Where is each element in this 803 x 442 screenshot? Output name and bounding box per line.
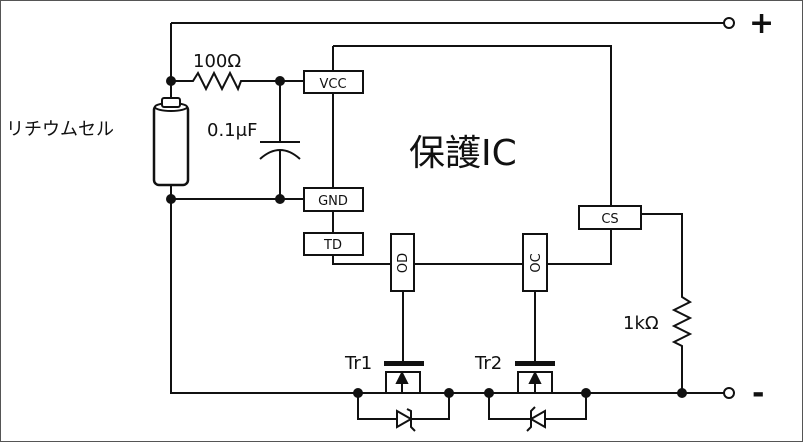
battery-icon	[152, 97, 190, 187]
pin-od-label: OD	[396, 253, 411, 273]
positive-terminal	[723, 17, 735, 29]
ic-outline	[332, 45, 612, 265]
pin-gnd-label: GND	[318, 194, 348, 209]
tr1-label: Tr1	[344, 353, 372, 374]
pin-td-label: TD	[323, 238, 342, 253]
pin-cs-label: CS	[601, 212, 618, 227]
resistor-1k-label: 1kΩ	[623, 313, 659, 334]
pin-vcc	[303, 70, 364, 94]
negative-label: -	[752, 376, 764, 411]
battery-label: リチウムセル	[6, 119, 114, 140]
pin-cs	[578, 205, 642, 230]
pin-gnd	[303, 187, 364, 212]
resistor-1k-icon	[641, 213, 693, 393]
resistor-100-icon	[171, 70, 304, 92]
capacitor-label: 0.1μF	[207, 120, 257, 141]
pin-oc	[522, 233, 548, 292]
tr2-label: Tr2	[474, 353, 502, 374]
pin-oc-label: OC	[529, 253, 544, 272]
transistor-tr2-icon	[488, 291, 587, 432]
ic-title: 保護IC	[409, 133, 517, 174]
transistor-tr1-icon	[357, 291, 450, 432]
positive-wire	[170, 22, 724, 394]
pin-td	[303, 232, 364, 256]
negative-terminal	[723, 387, 735, 399]
capacitor-icon	[259, 81, 301, 199]
pin-vcc-label: VCC	[319, 77, 346, 92]
resistor-100-label: 100Ω	[193, 51, 241, 72]
positive-label: +	[749, 6, 774, 41]
